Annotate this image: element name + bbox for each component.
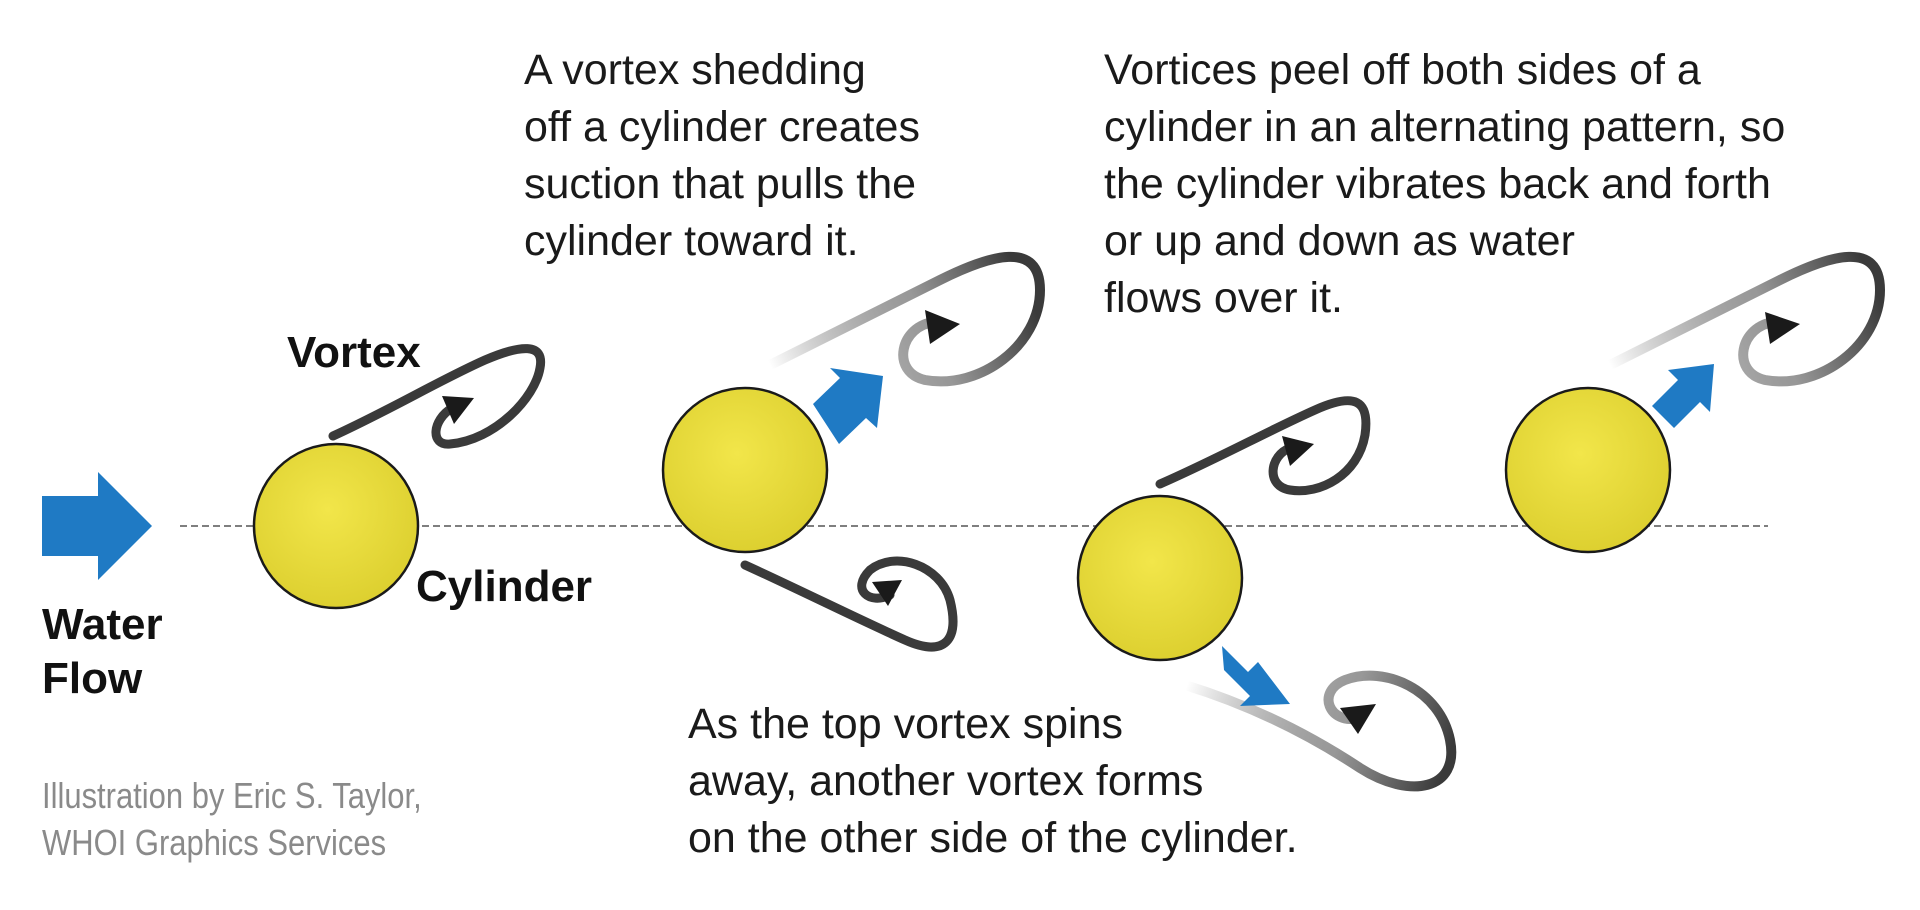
vortex-arrowhead-stage1 — [442, 396, 474, 424]
cylinder-label: Cylinder — [416, 562, 593, 611]
vortex-tail-stage3-bottom — [1180, 670, 1457, 792]
vortex-arrowhead-stage2-top — [925, 310, 960, 344]
illustration-credit: Illustration by Eric S. Taylor, WHOI Gra… — [42, 775, 422, 863]
vortex-arrowhead-stage2-bottom — [872, 580, 902, 606]
cylinder-stage1 — [252, 442, 420, 610]
caption-other-side: As the top vortex spins away, another vo… — [688, 700, 1298, 862]
water-flow-arrow-icon — [42, 472, 152, 580]
vortex-tail-stage3-top — [1155, 396, 1371, 496]
water-flow-label: Water Flow — [42, 600, 163, 703]
vortex-label: Vortex — [287, 328, 421, 377]
motion-arrow-stage4-icon — [1652, 364, 1714, 428]
vortex-tail-stage4 — [1605, 251, 1886, 387]
vortex-tail-stage1 — [328, 344, 546, 449]
caption-alternating: Vortices peel off both sides of a cylind… — [1104, 46, 1786, 322]
cylinder-stage3 — [1076, 494, 1244, 662]
vortex-tail-stage2-top — [765, 251, 1046, 387]
motion-arrow-stage2-icon — [813, 368, 883, 444]
vortex-arrowhead-stage3-top — [1282, 436, 1314, 466]
cylinder-stage2 — [661, 386, 829, 554]
vortex-tail-stage2-bottom — [740, 556, 958, 652]
vortex-arrowhead-stage3-bottom — [1340, 704, 1376, 734]
caption-suction: A vortex shedding off a cylinder creates… — [524, 46, 920, 265]
vortex-arrowhead-stage4 — [1765, 312, 1800, 344]
cylinder-stage4 — [1504, 386, 1672, 554]
motion-arrow-stage3-icon — [1222, 646, 1290, 706]
